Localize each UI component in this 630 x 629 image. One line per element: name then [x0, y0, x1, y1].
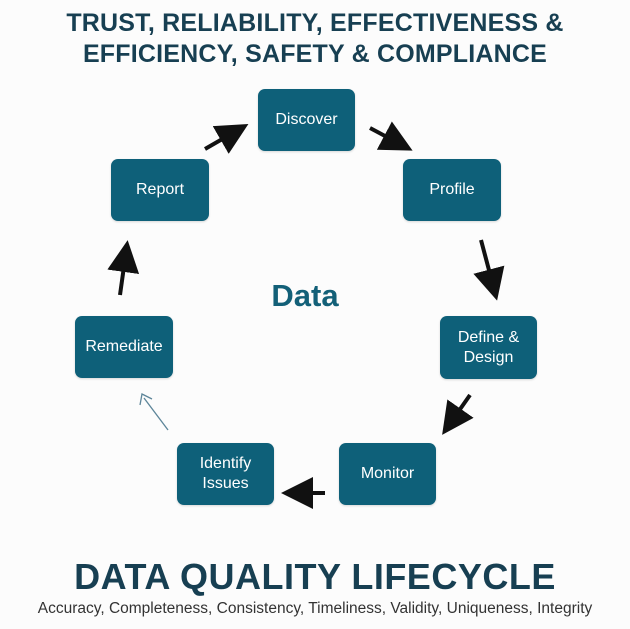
footer-dimensions: Accuracy, Completeness, Consistency, Tim…	[37, 600, 593, 617]
step-discover: Discover	[258, 89, 355, 151]
arrow-report-to-discover	[204, 124, 249, 154]
step-report-label: Report	[135, 181, 185, 198]
step-define-design-label: Define & Design	[457, 328, 520, 366]
step-define-design: Define & Design	[440, 316, 537, 379]
step-remediate-label: Remediate	[85, 338, 163, 355]
center-label: Data	[271, 278, 339, 313]
step-identify-issues-label: Identify Issues	[199, 455, 252, 492]
arrow-identify-to-remediate	[143, 397, 169, 431]
footer-title: DATA QUALITY LIFECYCLE	[74, 556, 556, 597]
header-line-2: EFFICIENCY, SAFETY & COMPLIANCE	[82, 40, 548, 68]
step-discover-label: Discover	[275, 111, 338, 128]
step-remediate: Remediate	[75, 316, 173, 378]
arrow-identify-to-remediate-head	[139, 393, 153, 406]
step-profile: Profile	[403, 159, 501, 221]
header-title: TRUST, RELIABILITY, EFFECTIVENESS & EFFI…	[0, 8, 630, 70]
step-report: Report	[111, 159, 209, 221]
arrow-discover-to-profile	[369, 121, 413, 151]
arrow-profile-to-define	[473, 239, 505, 301]
arrow-define-to-monitor	[442, 393, 474, 435]
step-identify-issues: Identify Issues	[177, 443, 274, 505]
arrow-remediate-to-report	[107, 240, 140, 296]
step-monitor: Monitor	[339, 443, 436, 505]
header-line-1: TRUST, RELIABILITY, EFFECTIVENESS &	[66, 9, 564, 37]
step-profile-label: Profile	[429, 181, 475, 198]
step-monitor-label: Monitor	[360, 465, 415, 482]
